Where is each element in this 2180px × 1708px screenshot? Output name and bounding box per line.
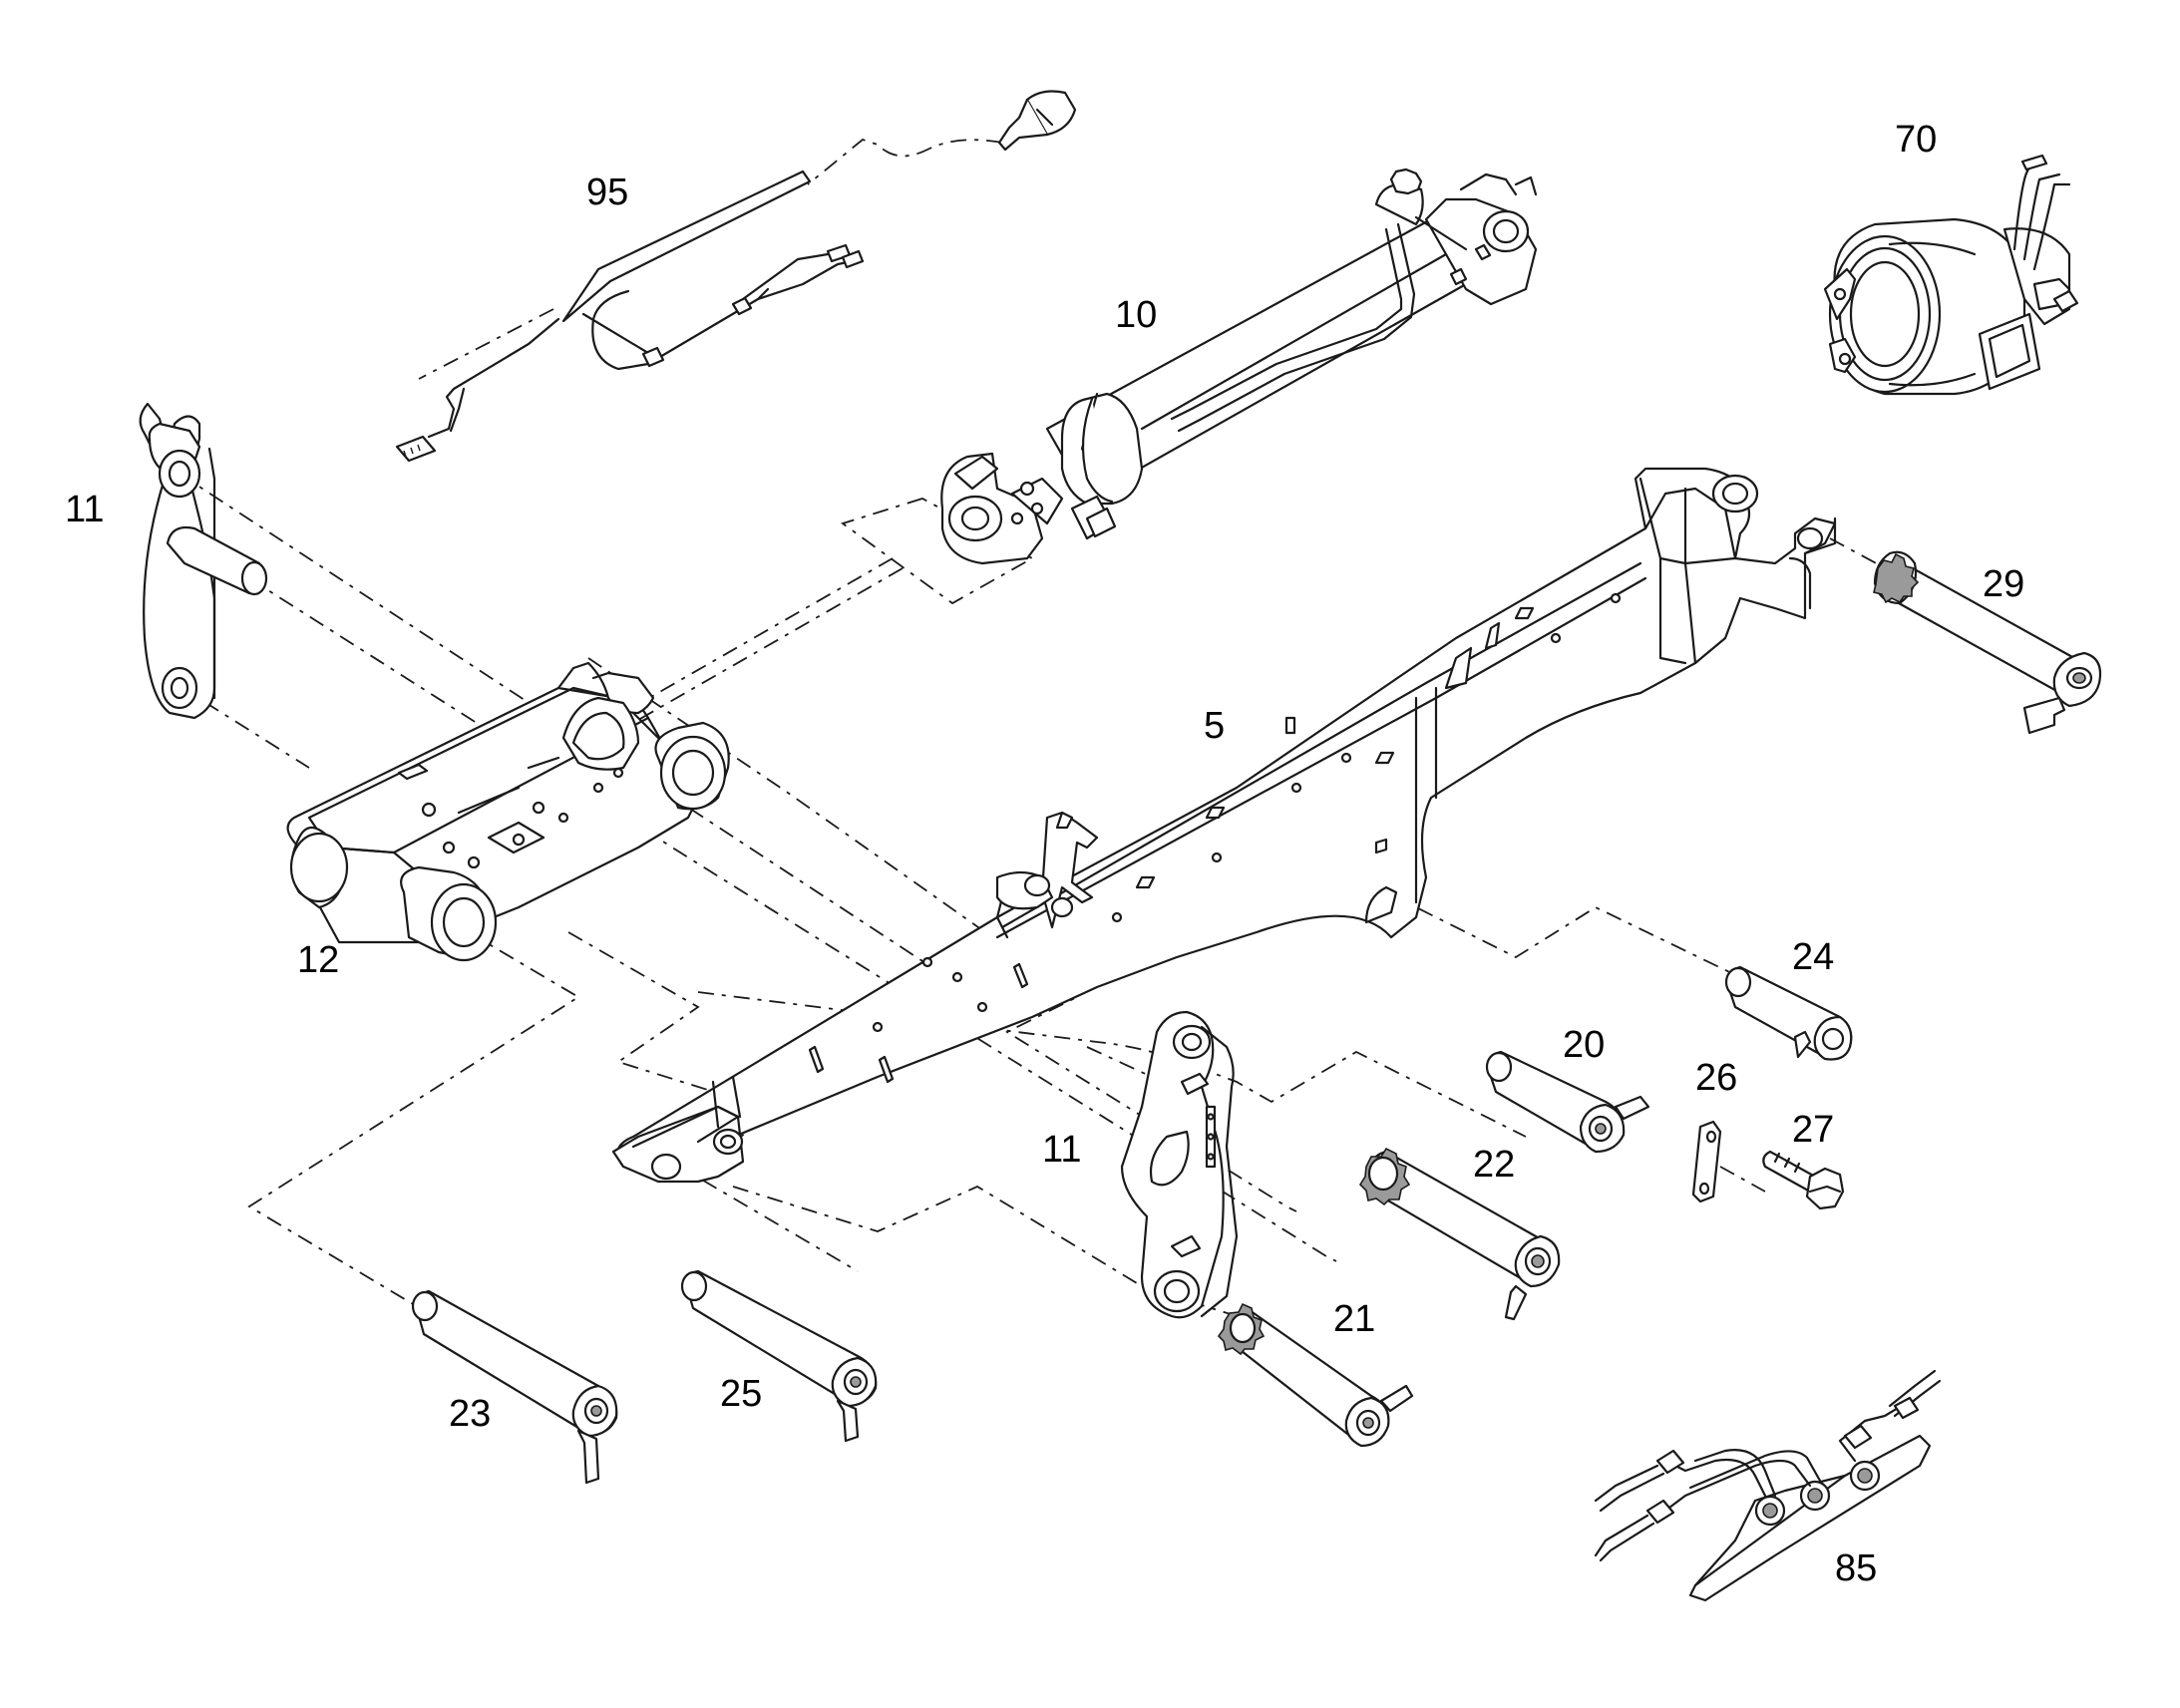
part-labels: 95 10 70 11 12 5 29 24 20 26 27 11 22 21… xyxy=(65,119,2024,1589)
part-label-95: 95 xyxy=(586,171,628,213)
part-label-23: 23 xyxy=(449,1393,491,1435)
part-label-85: 85 xyxy=(1835,1547,1877,1589)
link-plate-icon xyxy=(1120,1010,1239,1319)
part-label-11-bottom: 11 xyxy=(1042,1129,1081,1171)
part-label-26: 26 xyxy=(1695,1057,1737,1099)
part-label-5: 5 xyxy=(1204,705,1225,747)
pin-icon xyxy=(680,1269,878,1443)
part-label-70: 70 xyxy=(1895,119,1937,161)
part-label-20: 20 xyxy=(1563,1024,1605,1066)
link-plate-icon xyxy=(139,402,268,720)
boom-arm-icon xyxy=(611,467,1837,1184)
bolt-icon xyxy=(1762,1150,1845,1210)
part-label-11-top: 11 xyxy=(65,489,104,530)
yoke-bracket-icon xyxy=(286,661,730,962)
pin-icon xyxy=(1358,1147,1561,1321)
pin-icon xyxy=(1217,1302,1414,1448)
pin-icon xyxy=(411,1289,618,1485)
pin-icon xyxy=(1724,965,1853,1061)
hydraulic-cylinder-icon xyxy=(940,168,1538,565)
motor-unit-icon xyxy=(1823,154,2079,396)
retainer-plate-icon xyxy=(1691,1120,1722,1203)
part-label-27: 27 xyxy=(1792,1109,1834,1151)
sensor-harness-icon xyxy=(395,90,1077,463)
part-label-29: 29 xyxy=(1983,563,2024,605)
part-label-21: 21 xyxy=(1333,1298,1375,1340)
pin-icon xyxy=(1873,550,2102,735)
part-label-10: 10 xyxy=(1115,294,1157,336)
part-label-25: 25 xyxy=(720,1373,762,1415)
part-label-24: 24 xyxy=(1792,936,1834,978)
part-label-12: 12 xyxy=(297,939,339,981)
part-label-22: 22 xyxy=(1473,1144,1515,1186)
pin-icon xyxy=(1485,1050,1650,1154)
hose-manifold-icon xyxy=(1594,1369,1942,1602)
